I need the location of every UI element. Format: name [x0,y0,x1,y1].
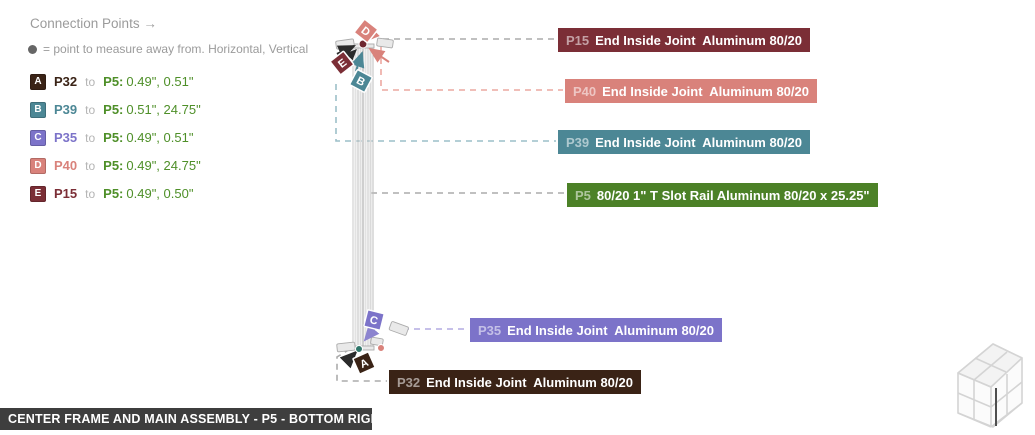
connector-p39 [335,84,556,142]
end-joint-hardware [335,37,409,353]
tag-c: C [363,309,385,331]
connection-points-panel: Connection Points → = point to measure a… [28,16,350,213]
connection-row-c: C P35 to P5:0.49", 0.51" [30,129,350,146]
connector-p40 [380,47,563,91]
assembly-title-bar: CENTER FRAME AND MAIN ASSEMBLY - P5 - BO… [0,408,388,430]
measure-values: P5:0.49", 24.75" [103,158,201,173]
assembly-title: CENTER FRAME AND MAIN ASSEMBLY - P5 - BO… [8,412,388,426]
to-text: to [85,102,96,117]
connection-row-a: A P32 to P5:0.49", 0.51" [30,73,350,90]
part-code: P40 [54,158,78,173]
measure-values: P5:0.51", 24.75" [103,102,201,117]
assembly-thumbnail [957,343,1023,428]
badge-d: D [30,157,46,174]
badge-b: B [30,101,46,118]
measure-point-icon [28,44,37,54]
t-slot-rail [351,43,375,351]
legend-text: = point to measure away from. Horizontal… [43,42,309,56]
to-text: to [85,74,96,89]
panel-title: Connection Points → [30,16,157,31]
measure-values: P5:0.49", 0.51" [103,74,194,89]
connection-row-d: D P40 to P5:0.49", 24.75" [30,157,350,174]
tag-e: E [329,50,355,76]
measure-dot-bottom-left [355,345,363,353]
part-code: P39 [54,102,78,117]
svg-text:C: C [368,314,379,328]
measure-dot-bottom-right [377,344,385,352]
badge-e: E [30,185,46,202]
part-code: P15 [54,186,78,201]
badge-a: A [30,73,46,90]
part-code: P32 [54,74,78,89]
connection-row-e: E P15 to P5:0.49", 0.50" [30,185,350,202]
to-text: to [85,186,96,201]
measure-values: P5:0.49", 0.51" [103,130,194,145]
measure-values: P5:0.49", 0.50" [103,186,194,201]
connection-row-b: B P39 to P5:0.51", 24.75" [30,101,350,118]
measure-point-legend: = point to measure away from. Horizontal… [28,42,350,56]
to-text: to [85,130,96,145]
connector-p32 [336,348,387,382]
badge-c: C [30,129,46,146]
tag-a: A [352,351,376,375]
part-code: P35 [54,130,78,145]
tag-b: B [349,69,373,93]
to-text: to [85,158,96,173]
pointer-arrows [336,26,390,369]
tag-d: D [353,18,379,44]
